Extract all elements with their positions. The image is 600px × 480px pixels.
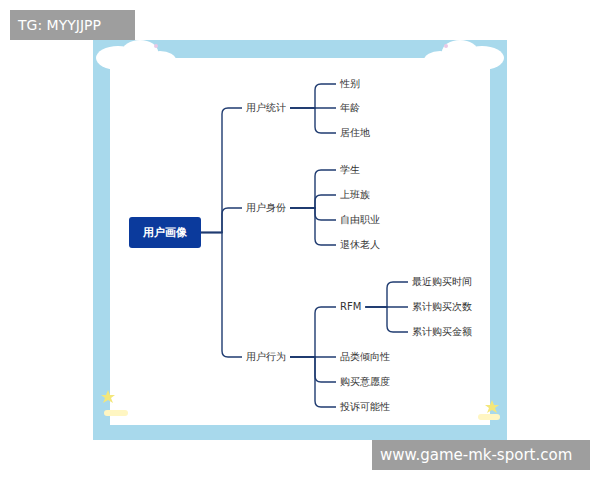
node-text: 性别 xyxy=(340,78,360,89)
tree-connector xyxy=(290,357,336,407)
tree-connector xyxy=(290,208,336,220)
frame-paper xyxy=(110,58,490,425)
node-text: 品类倾向性 xyxy=(340,351,390,362)
branch-node: 自由职业 xyxy=(336,213,384,227)
node-text: 学生 xyxy=(340,164,360,175)
branch-node: 学生 xyxy=(336,163,364,177)
tree-connector xyxy=(365,306,408,307)
tree-connector xyxy=(290,195,336,208)
branch-node: 居住地 xyxy=(336,126,374,140)
branch-node: 最近购买时间 xyxy=(408,275,476,289)
branch-node: 用户身份 xyxy=(242,201,290,215)
branch-node: 购买意愿度 xyxy=(336,375,394,389)
frame-border xyxy=(93,40,507,440)
branch-node: 投诉可能性 xyxy=(336,400,394,414)
watermark-url: www.game-mk-sport.com xyxy=(372,440,590,470)
branch-node: 退休老人 xyxy=(336,238,384,252)
tree-connector xyxy=(290,357,336,382)
tree-connector xyxy=(290,356,336,357)
branch-node: 年龄 xyxy=(336,101,364,115)
node-text: 年龄 xyxy=(340,102,360,113)
branch-node: 累计购买次数 xyxy=(408,300,476,314)
tree-connector xyxy=(201,233,242,358)
node-text: 用户画像 xyxy=(143,226,187,240)
node-text: 投诉可能性 xyxy=(340,401,390,412)
tree-connector xyxy=(201,108,242,233)
node-text: 用户统计 xyxy=(246,102,286,113)
branch-node: 用户统计 xyxy=(242,101,290,115)
branch-node: 性别 xyxy=(336,77,364,91)
node-text: RFM xyxy=(340,301,361,312)
node-text: 上班族 xyxy=(340,189,370,200)
tree-connector xyxy=(365,307,408,332)
node-text: 累计购买次数 xyxy=(412,301,472,312)
tree-connector xyxy=(290,307,336,357)
branch-node: RFM xyxy=(336,300,365,314)
star-decor xyxy=(101,390,500,420)
cloud-right xyxy=(424,40,504,70)
sparkles xyxy=(154,44,448,48)
node-text: 自由职业 xyxy=(340,214,380,225)
branch-node: 累计购买金额 xyxy=(408,325,476,339)
node-text: 购买意愿度 xyxy=(340,376,390,387)
branch-node: 品类倾向性 xyxy=(336,350,394,364)
node-text: 最近购买时间 xyxy=(412,276,472,287)
tree-connector xyxy=(365,282,408,307)
tree-connector xyxy=(290,107,336,108)
root-node: 用户画像 xyxy=(129,217,201,248)
tree-connector xyxy=(290,208,336,245)
node-text: 用户行为 xyxy=(246,351,286,362)
tree-connector xyxy=(290,84,336,108)
node-text: 用户身份 xyxy=(246,202,286,213)
branch-node: 上班族 xyxy=(336,188,374,202)
tree-connector xyxy=(201,208,242,233)
node-text: 退休老人 xyxy=(340,239,380,250)
branch-node: 用户行为 xyxy=(242,350,290,364)
cloud-left xyxy=(96,40,176,70)
node-text: 累计购买金额 xyxy=(412,326,472,337)
tree-connector xyxy=(290,108,336,133)
node-text: 居住地 xyxy=(340,127,370,138)
watermark-tg: TG: MYYJJPP xyxy=(10,10,135,40)
tree-connector xyxy=(290,170,336,208)
